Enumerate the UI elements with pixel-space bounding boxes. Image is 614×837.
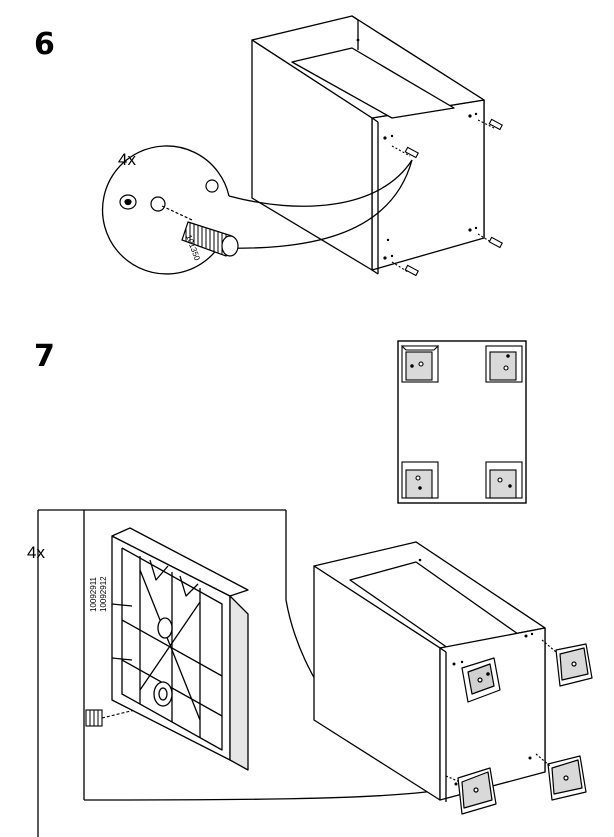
step-7-part-code-a: 10092911	[89, 576, 98, 612]
step-6-number: 6	[34, 27, 55, 62]
step-6-dowel-detail	[161, 205, 239, 257]
step-7-top-view-feet	[400, 345, 523, 499]
step-7-detail-dowel	[85, 699, 177, 727]
step-6-cabinet	[251, 15, 485, 275]
step-7-feet	[445, 639, 593, 815]
step-6-detail-callout	[101, 145, 413, 275]
step-6-dowels	[391, 118, 503, 277]
step-7-cabinet-holes	[418, 558, 534, 786]
step-6-holes	[356, 38, 478, 260]
step-6-detail-holes	[119, 179, 219, 212]
step-7-quantity: 4x	[27, 543, 45, 562]
step-7-foot-closeup	[111, 527, 249, 771]
step-7-part-code-b: 10092912	[99, 576, 108, 612]
step-7-cabinet	[313, 541, 546, 802]
step-7-number: 7	[34, 339, 55, 374]
